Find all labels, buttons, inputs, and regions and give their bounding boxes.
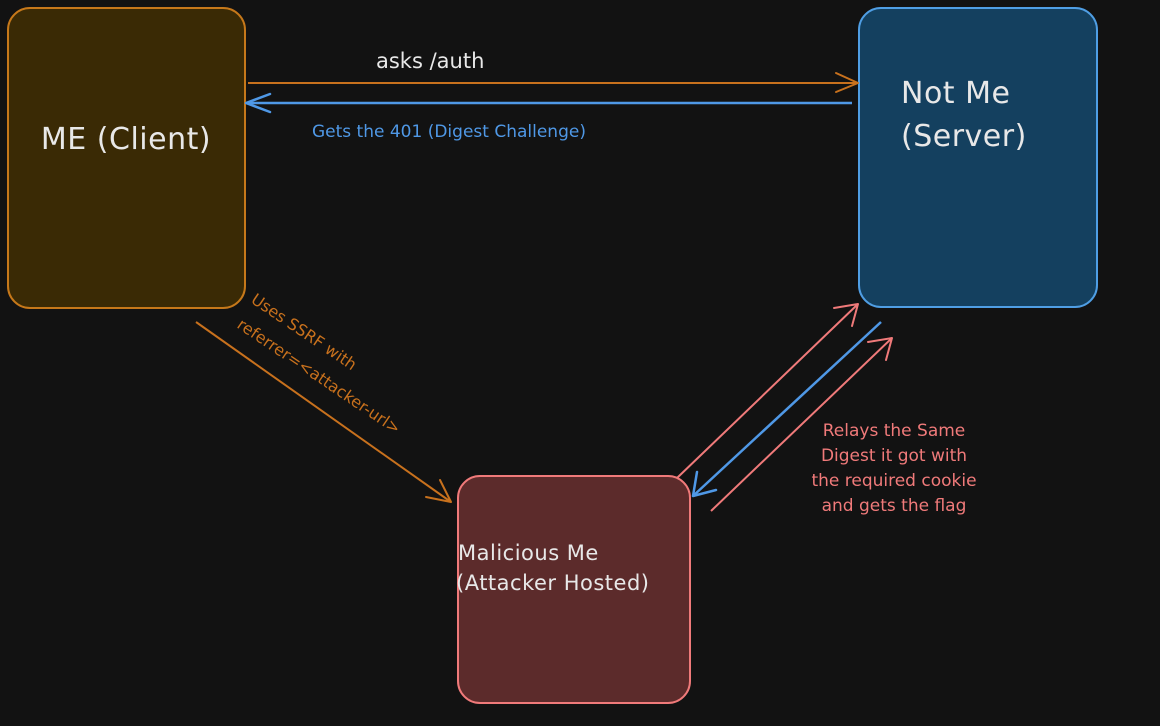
client-node[interactable]: ME (Client) xyxy=(7,7,246,309)
edge-gets-401-label: Gets the 401 (Digest Challenge) xyxy=(312,122,586,142)
edge-relay-label-line-2: Digest it got with xyxy=(821,446,967,466)
edge-ssrf[interactable]: Uses SSRF with referrer=<attacker-url> xyxy=(195,290,452,503)
edge-gets-401-arrowhead xyxy=(244,92,272,114)
edge-server-to-attacker-line xyxy=(692,321,882,497)
client-node-box xyxy=(7,7,246,309)
client-node-label: ME (Client) xyxy=(41,122,211,157)
edge-server-to-attacker-arrowhead xyxy=(691,470,718,498)
edge-relay-arrowhead xyxy=(867,337,893,361)
attacker-node[interactable]: Malicious Me (Attacker Hosted) xyxy=(456,475,691,704)
edge-asks-auth[interactable]: asks /auth xyxy=(248,49,859,93)
server-node-label-line-1: Not Me xyxy=(901,76,1010,111)
edge-relay-label-line-4: and gets the flag xyxy=(822,496,967,516)
server-node-box xyxy=(858,7,1098,308)
attacker-node-box xyxy=(457,475,691,704)
edge-server-to-attacker[interactable] xyxy=(691,321,882,498)
edge-relay-label-line-3: the required cookie xyxy=(811,471,976,491)
attacker-node-label-line-2: (Attacker Hosted) xyxy=(456,571,649,595)
edge-attacker-to-server-arrowhead xyxy=(833,303,859,327)
edge-attacker-to-server-line xyxy=(676,303,859,479)
edge-gets-401[interactable]: Gets the 401 (Digest Challenge) xyxy=(244,92,852,142)
edge-attacker-to-server[interactable] xyxy=(676,303,859,479)
edge-asks-auth-arrowhead xyxy=(835,72,859,93)
attacker-node-label-line-1: Malicious Me xyxy=(458,541,599,565)
server-node[interactable]: Not Me (Server) xyxy=(858,7,1098,308)
edge-relay-line xyxy=(710,337,893,512)
edge-ssrf-line xyxy=(195,321,452,503)
edge-relay[interactable]: Relays the Same Digest it got with the r… xyxy=(710,337,977,516)
edge-relay-label-line-1: Relays the Same xyxy=(823,421,966,441)
edge-ssrf-arrowhead xyxy=(425,479,452,503)
edge-asks-auth-label: asks /auth xyxy=(376,49,484,73)
server-node-label-line-2: (Server) xyxy=(901,119,1027,154)
